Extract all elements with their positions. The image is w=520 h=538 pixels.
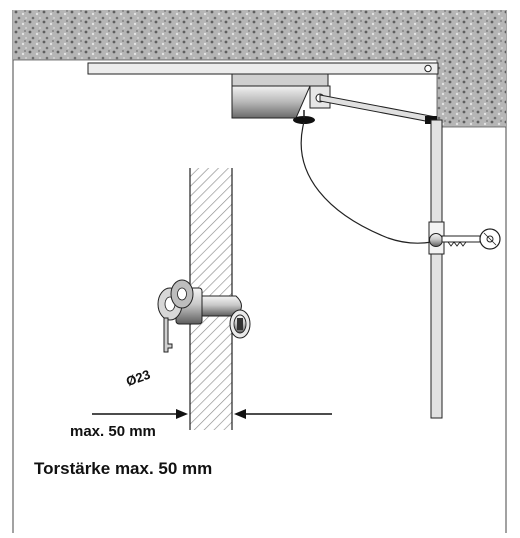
rail-end-bolt bbox=[424, 64, 432, 73]
dim-arrowhead-left bbox=[176, 409, 188, 419]
opener-housing bbox=[231, 85, 311, 119]
drive-arm bbox=[319, 94, 437, 124]
max-thickness-label: max. 50 mm bbox=[70, 423, 156, 440]
door-leaf bbox=[430, 119, 443, 419]
key-icon bbox=[441, 228, 501, 250]
opener-mount bbox=[231, 73, 329, 87]
keys-icon bbox=[157, 279, 194, 353]
dim-arrowhead-right bbox=[234, 409, 246, 419]
caption-label: Torstärke max. 50 mm bbox=[34, 459, 213, 478]
stone-edge bbox=[13, 59, 506, 128]
overhead-rail bbox=[87, 62, 439, 75]
stone-ceiling bbox=[13, 10, 506, 127]
door-lock-cylinder bbox=[429, 233, 443, 247]
release-knob bbox=[293, 116, 315, 124]
release-cable bbox=[300, 121, 433, 244]
